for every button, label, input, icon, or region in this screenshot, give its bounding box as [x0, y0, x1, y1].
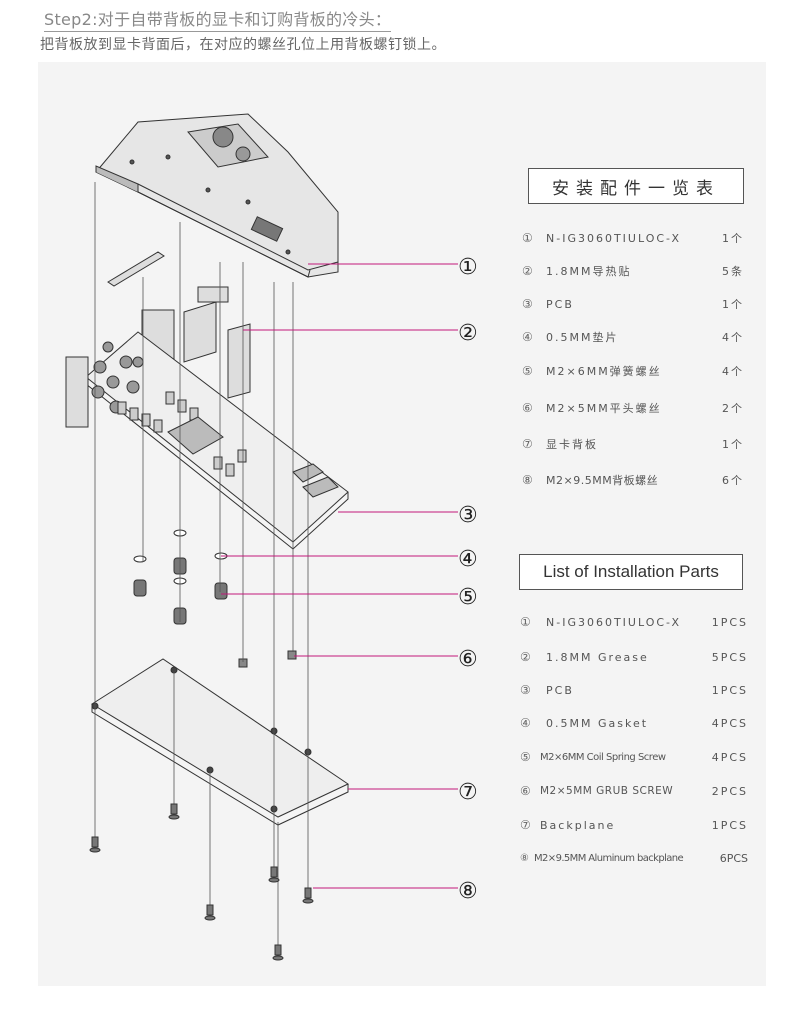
callout-labels: ① ② ③ ④ ⑤ ⑥ ⑦ ⑧: [458, 255, 478, 904]
list-item: ⑦ 显卡背板 1个: [522, 437, 744, 451]
grub-screws-drawing: [238, 650, 297, 668]
list-item: ③ PCB 1PCS: [520, 683, 748, 697]
list-item: ⑤ M2×6MM弹簧螺丝 4个: [522, 364, 744, 378]
callout-1: ①: [458, 255, 478, 280]
list-item: ④ 0.5MM Gasket 4PCS: [520, 716, 748, 730]
list-item: ② 1.8MM Grease 5PCS: [520, 650, 748, 664]
list-item: ⑦ Backplane 1PCS: [520, 818, 748, 832]
callout-leader-lines: [221, 263, 458, 889]
callout-8: ⑧: [458, 879, 478, 904]
callout-4: ④: [458, 547, 478, 572]
step-subtitle: 把背板放到显卡背面后，在对应的螺丝孔位上用背板螺钉锁上。: [40, 37, 446, 53]
diagram-panel: [38, 62, 766, 986]
callout-5: ⑤: [458, 585, 478, 610]
list-item: ⑥ M2×5MM GRUB SCREW 2PCS: [520, 784, 748, 798]
list-item: ② 1.8MM导热贴 5条: [522, 264, 744, 278]
exploded-assembly-diagram: ① ② ③ ④ ⑤ ⑥ ⑦ ⑧: [65, 113, 478, 961]
callout-6: ⑥: [458, 647, 478, 672]
list-item: ③ PCB 1个: [522, 297, 744, 311]
list-item: ④ 0.5MM垫片 4个: [522, 330, 744, 344]
parts-list-cn-heading: 安装配件一览表: [528, 168, 744, 204]
water-block-drawing: [95, 113, 339, 278]
list-item: ⑥ M2×5MM平头螺丝 2个: [522, 401, 744, 415]
list-item: ① N-IG3060TIULOC-X 1个: [522, 231, 744, 245]
backplane-screws-drawing: [89, 803, 314, 961]
pcb-drawing: [65, 331, 349, 550]
assembly-guide-lines: [94, 182, 309, 947]
list-item: ① N-IG3060TIULOC-X 1PCS: [520, 615, 748, 629]
parts-list-en-heading: List of Installation Parts: [519, 554, 743, 590]
step-title: Step2:对于自带背板的显卡和订购背板的冷头：: [44, 6, 392, 32]
list-item: ⑧ M2×9.5MM背板螺丝 6个: [522, 473, 744, 487]
parts-list-cn: ① N-IG3060TIULOC-X 1个 ② 1.8MM导热贴 5条 ③ PC…: [522, 228, 752, 498]
callout-7: ⑦: [458, 780, 478, 805]
backplane-drawing: [91, 658, 350, 826]
parts-list-en: ① N-IG3060TIULOC-X 1PCS ② 1.8MM Grease 5…: [520, 612, 760, 872]
list-item: ⑤ M2×6MM Coil Spring Screw 4PCS: [520, 750, 748, 764]
callout-3: ③: [458, 503, 478, 528]
callout-2: ②: [458, 321, 478, 346]
list-item: ⑧ M2×9.5MM Aluminum backplane 6PCS: [520, 851, 748, 865]
gaskets-and-springs-drawing: [133, 529, 228, 625]
